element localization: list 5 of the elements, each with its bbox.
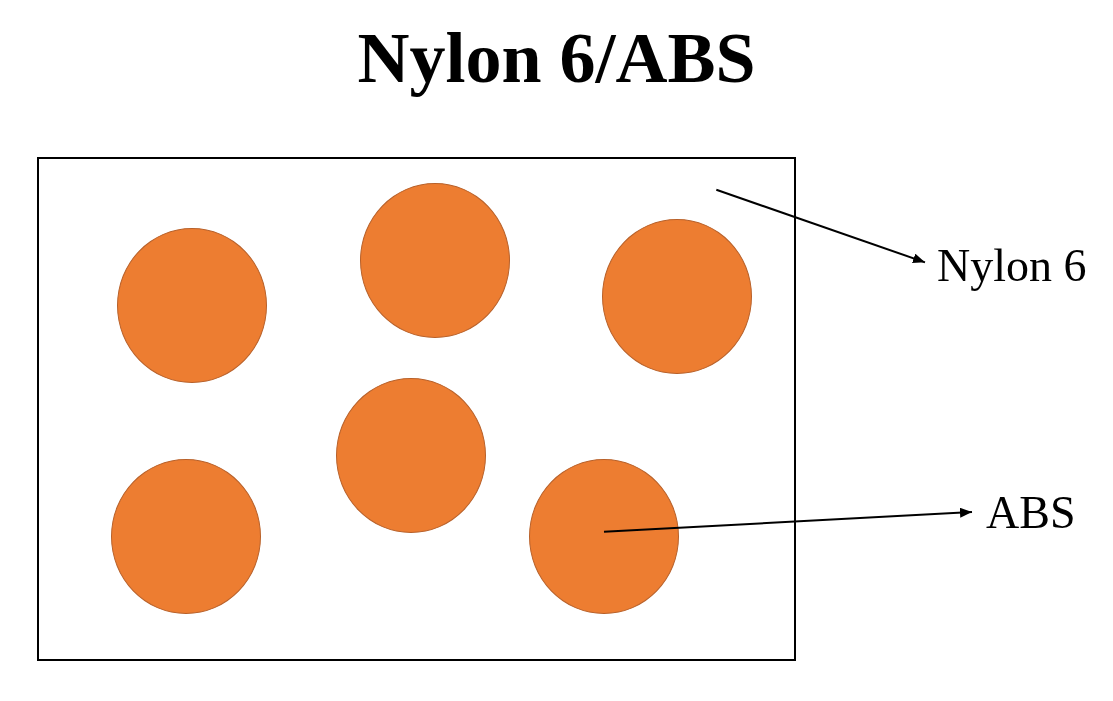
leader-arrow: [715, 188, 926, 264]
callout-label: ABS: [972, 490, 1076, 536]
leader-arrow: [603, 507, 973, 533]
frame-box: [37, 157, 796, 661]
callout-label: Nylon 6: [925, 243, 1087, 289]
